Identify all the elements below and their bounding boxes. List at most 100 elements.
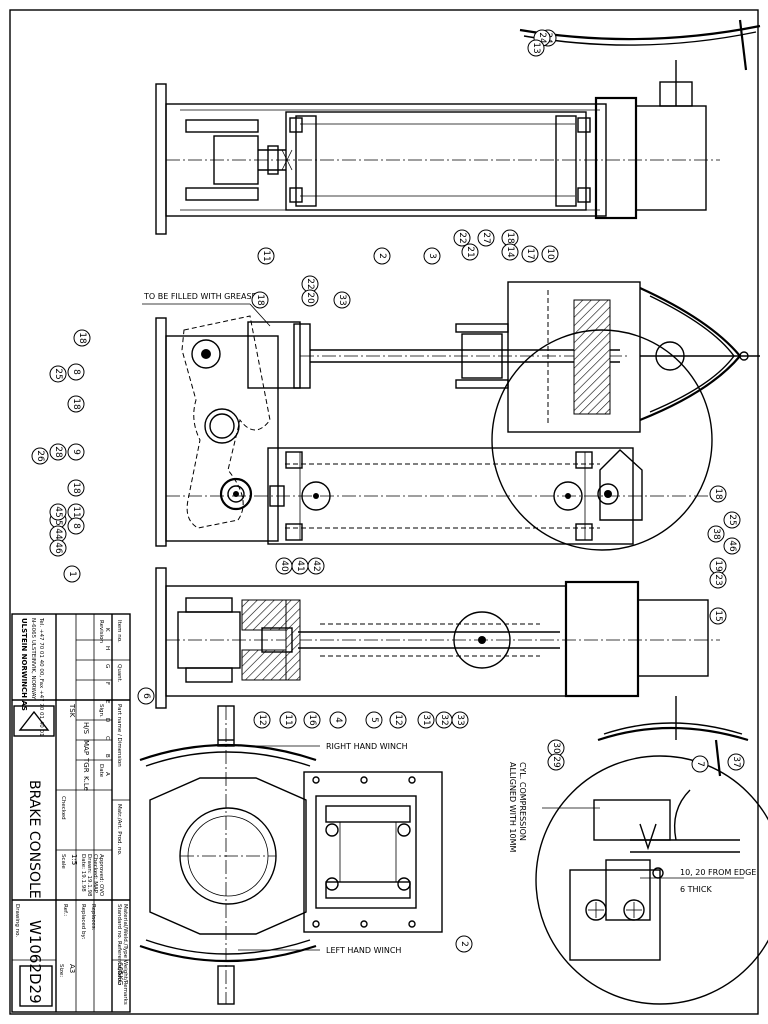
item-balloon-circle — [67, 443, 85, 461]
tb-item-no-hdr: Item no. — [116, 620, 122, 643]
item-balloon-label: 32 — [439, 714, 449, 725]
item-balloon-circle — [709, 607, 727, 625]
item-balloon-label: 11 — [283, 714, 293, 725]
item-balloon-circle — [455, 935, 473, 953]
aligned-note-line1: ALLIGNED WITH 10MM — [508, 762, 517, 852]
tb-std-hdr: Standard no. Reference/Rem. — [116, 904, 122, 985]
item-balloon-label: 8 — [71, 369, 81, 375]
item-balloon-circle — [691, 755, 709, 773]
item-balloon-label: 26 — [35, 450, 45, 462]
item-balloon-label: 11 — [71, 506, 81, 517]
left-hand-winch-label: LEFT HAND WINCH — [326, 946, 401, 955]
item-balloon-label: 2 — [459, 941, 469, 947]
weld-edge-note: 10, 20 FROM EDGE — [680, 868, 756, 877]
item-balloon-label: 45 — [53, 506, 63, 517]
tb-checked-hdr: Checked — [60, 796, 66, 820]
lower-section-view — [155, 567, 749, 777]
item-balloons: 3424131123222127181417101822203318825189… — [31, 29, 745, 953]
item-balloon-circle — [333, 291, 351, 309]
item-balloon-circle — [723, 511, 741, 529]
item-balloon-label: 12 — [257, 714, 267, 725]
item-balloon-label: 18 — [713, 488, 723, 500]
tb-title: BRAKE CONSOLE — [26, 780, 42, 899]
item-balloon-label: 18 — [71, 482, 81, 494]
item-balloon-circle — [707, 525, 725, 543]
detail-view — [535, 755, 768, 1005]
revision-letter: H — [104, 646, 110, 650]
item-balloon-label: 11 — [261, 250, 271, 261]
item-balloon-circle — [307, 557, 325, 575]
item-balloon-circle — [541, 245, 559, 263]
item-balloon-circle — [521, 245, 539, 263]
item-balloon-circle — [329, 711, 347, 729]
item-balloon-label: 18 — [77, 332, 87, 344]
tb-ref-hdr: Ref.: — [62, 904, 68, 916]
item-balloon-circle — [365, 711, 383, 729]
item-balloon-label: 46 — [53, 542, 63, 554]
item-balloon-label: 13 — [531, 42, 541, 53]
signature-initials: K.Le — [82, 776, 90, 791]
right-hand-winch-label: RIGHT HAND WINCH — [326, 742, 408, 751]
revision-letter: K — [104, 628, 110, 632]
item-balloon-label: 3 — [427, 253, 437, 259]
item-balloon-label: 38 — [711, 528, 721, 540]
item-balloon-label: 6 — [141, 693, 151, 699]
tb-scale-hdr: Scale — [60, 854, 66, 869]
tb-sheet-val: A3 — [68, 964, 76, 973]
item-balloon-label: 14 — [505, 246, 515, 258]
item-balloon-circle — [451, 711, 469, 729]
revision-letter: E — [104, 700, 110, 704]
item-balloon-label: 16 — [307, 714, 317, 726]
item-balloon-circle — [709, 571, 727, 589]
tb-part-name-hdr: Part name / Dimension — [116, 704, 122, 767]
item-balloon-circle — [423, 247, 441, 265]
item-balloon-label: 12 — [393, 714, 403, 725]
item-balloon-circle — [501, 243, 519, 261]
item-balloon-circle — [727, 753, 745, 771]
item-balloon-circle — [49, 365, 67, 383]
item-balloon-circle — [417, 711, 435, 729]
item-balloon-label: 33 — [337, 294, 347, 305]
signature-initials: MAP — [82, 740, 90, 755]
item-balloon-label: 21 — [465, 246, 475, 257]
tb-replaces: Replaces: — [90, 904, 96, 931]
item-balloon-circle — [67, 479, 85, 497]
item-balloon-label: 5 — [369, 717, 379, 723]
item-balloon-circle — [279, 711, 297, 729]
item-balloon-circle — [373, 247, 391, 265]
tb-material-hdr: Material/Weld./Type Weight/Remarks — [122, 904, 128, 1005]
middle-view — [155, 281, 760, 551]
item-balloon-circle — [453, 229, 471, 247]
item-balloon-label: 40 — [279, 560, 289, 572]
bottom-plan-view — [139, 705, 443, 1005]
item-balloon-label: 30 — [551, 742, 561, 754]
tb-mat-hdr: Matr./Art. Prod. no. — [116, 804, 122, 856]
item-balloon-label: 24 — [537, 32, 547, 44]
item-balloon-label: 20 — [305, 292, 315, 304]
item-balloon-circle — [49, 503, 67, 521]
item-balloon-circle — [461, 243, 479, 261]
signature-initials: TGR — [82, 757, 90, 773]
item-balloon-label: 42 — [311, 560, 321, 571]
grease-note: TO BE FILLED WITH GREASE — [143, 292, 257, 301]
item-balloon-circle — [527, 39, 545, 57]
revision-letter: C — [104, 736, 110, 740]
item-balloon-label: 46 — [727, 540, 737, 552]
title-block: ULSTEIN NORWINCH AS N-6065 ULSTEINVIK, N… — [11, 613, 131, 1013]
item-balloon-label: 10 — [545, 248, 555, 260]
item-balloon-label: 23 — [713, 574, 723, 585]
item-balloon-circle — [49, 539, 67, 557]
tb-approved-row: Approved: OVO — [98, 854, 104, 897]
item-balloon-circle — [389, 711, 407, 729]
tb-scale-val: 1:5 — [70, 854, 78, 865]
tb-company: ULSTEIN NORWINCH AS — [20, 618, 28, 711]
item-balloon-circle — [709, 485, 727, 503]
drawing-frame — [9, 9, 759, 1015]
item-balloon-circle — [257, 247, 275, 265]
item-balloon-label: 29 — [551, 756, 561, 768]
tb-address: N-6065 ULSTEINVIK, NORWAY — [30, 618, 36, 700]
top-view — [155, 19, 761, 235]
